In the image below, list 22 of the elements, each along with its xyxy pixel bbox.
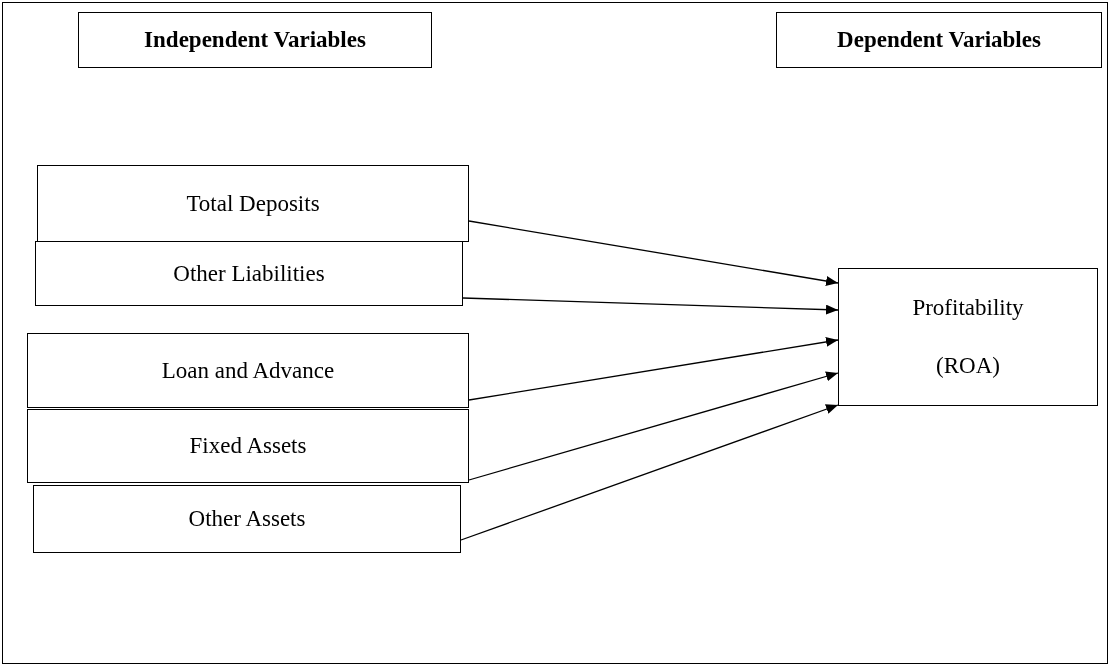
variable-box — [776, 12, 1102, 68]
box-label: Profitability — [912, 295, 1024, 321]
arrow — [468, 337, 839, 401]
box-label: Other Assets — [188, 506, 306, 532]
box-label: (ROA) — [936, 353, 1000, 379]
box-label: Independent Variables — [144, 27, 366, 53]
variable-box — [838, 268, 1098, 406]
variable-box — [78, 12, 432, 68]
arrow — [468, 220, 839, 286]
arrow — [460, 404, 839, 541]
box-label: Dependent Variables — [837, 27, 1041, 53]
box-label: Total Deposits — [186, 190, 320, 217]
variable-box — [35, 241, 463, 306]
box-label: Other Liabilities — [173, 260, 325, 287]
variable-box — [37, 165, 469, 242]
variable-box — [33, 485, 461, 553]
arrow — [462, 297, 839, 315]
box-label: Loan and Advance — [161, 357, 335, 384]
arrow — [468, 371, 839, 481]
variable-box — [27, 409, 469, 483]
box-label: Fixed Assets — [189, 433, 307, 459]
variable-box — [27, 333, 469, 408]
